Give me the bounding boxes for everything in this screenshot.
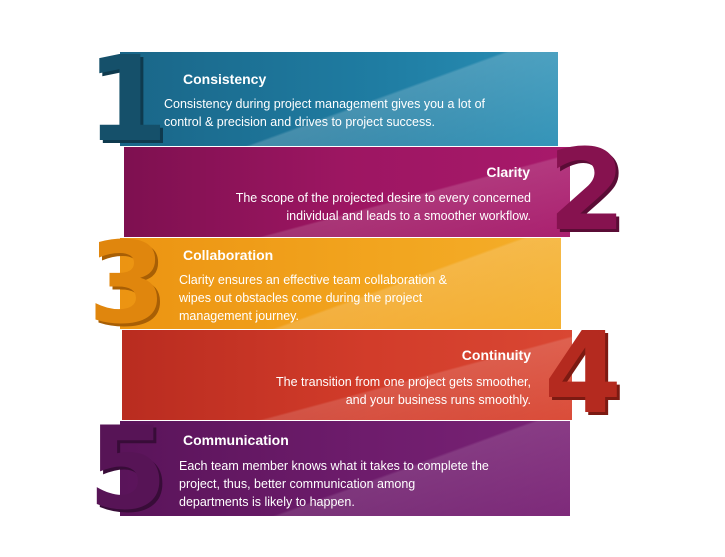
step-2-body: The scope of the projected desire to eve… bbox=[235, 191, 531, 223]
step-4-title: Continuity bbox=[461, 347, 531, 363]
step-5-title: Communication bbox=[183, 432, 289, 448]
step-5-body: Each team member knows what it takes to … bbox=[179, 459, 489, 509]
step-4-body: The transition from one project gets smo… bbox=[276, 375, 531, 407]
step-1-body: Consistency during project management gi… bbox=[164, 97, 486, 129]
step-2-title: Clarity bbox=[486, 164, 530, 180]
step-4-number: 4 bbox=[544, 309, 622, 439]
step-1-title: Consistency bbox=[183, 71, 267, 87]
step-3-body: Clarity ensures an effective team collab… bbox=[179, 273, 447, 323]
step-1-number: 1 bbox=[86, 30, 168, 168]
step-3-number: 3 bbox=[88, 219, 166, 349]
step-5-number: 5 bbox=[88, 402, 167, 535]
step-2-number: 2 bbox=[548, 126, 626, 256]
step-3-title: Collaboration bbox=[183, 247, 274, 263]
